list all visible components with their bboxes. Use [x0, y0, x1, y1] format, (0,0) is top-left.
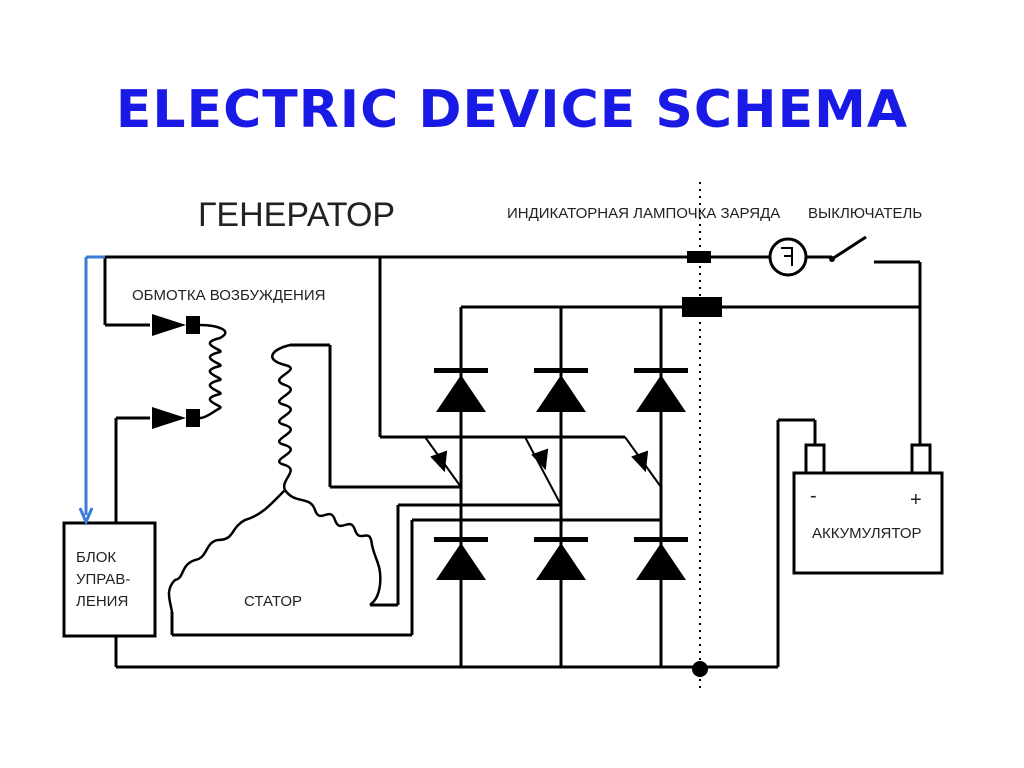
- battery-plus-terminal: [910, 443, 932, 475]
- stator-label: СТАТОР: [244, 593, 302, 610]
- field-arrow-top-icon: [152, 314, 186, 336]
- field-winding-coil-icon: [199, 323, 227, 420]
- field-terminal-top: [186, 316, 200, 334]
- control-unit-box: [62, 521, 157, 638]
- page-title: ELECTRIC DEVICE SCHEMA: [115, 80, 909, 140]
- stator-coils-icon: [167, 343, 382, 613]
- lamp-label: ИНДИКАТОРНАЯ ЛАМПОЧКА ЗАРЯДА: [507, 205, 780, 222]
- battery-minus-terminal: [804, 443, 826, 475]
- control-unit-label-3: ЛЕНИЯ: [76, 593, 128, 610]
- control-feedback-wire: [78, 255, 105, 526]
- exciter-diodes: [424, 436, 662, 506]
- wiring: [103, 255, 922, 669]
- diodes-lower: [434, 537, 688, 580]
- battery-minus-sign: -: [810, 485, 817, 507]
- diodes-upper: [434, 368, 688, 412]
- generator-label: ГЕНЕРАТОР: [198, 196, 395, 234]
- connector-ground: [692, 661, 708, 677]
- battery-label: АККУМУЛЯТОР: [812, 525, 922, 542]
- switch-label: ВЫКЛЮЧАТЕЛЬ: [808, 205, 922, 222]
- battery-plus-sign: +: [910, 489, 922, 511]
- switch-icon: [829, 235, 867, 262]
- field-winding-label: ОБМОТКА ВОЗБУЖДЕНИЯ: [132, 287, 325, 304]
- connector-lamp: [687, 251, 711, 263]
- field-terminal-bottom: [186, 409, 200, 427]
- battery-box: [792, 471, 944, 575]
- control-unit-label-2: УПРАВ-: [76, 571, 130, 588]
- control-unit-label-1: БЛОК: [76, 549, 116, 566]
- connector-plus: [682, 297, 722, 317]
- field-arrow-bottom-icon: [152, 407, 186, 429]
